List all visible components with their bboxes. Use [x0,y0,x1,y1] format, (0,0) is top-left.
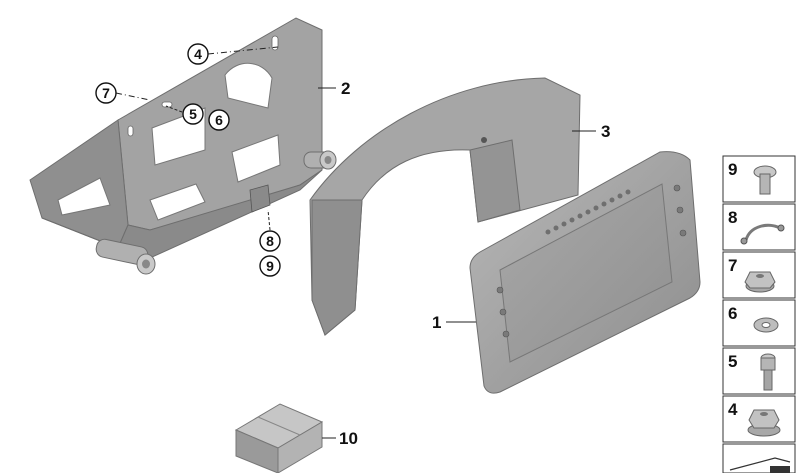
cable-clip-icon [740,223,785,245]
callout-9: 9 [259,255,281,277]
svg-text:9: 9 [728,160,737,179]
legend-item-4: 4 [722,395,796,443]
callout-5: 5 [182,103,204,125]
callout-3: 3 [601,122,610,141]
curved-holder-part [309,77,581,336]
hex-socket-screw-icon [760,353,776,391]
parts-legend: 9 8 7 [722,155,796,473]
svg-text:7: 7 [102,85,110,101]
callout-6: 6 [208,109,230,131]
spacer-stud [303,150,337,170]
svg-text:4: 4 [194,46,202,62]
washer-icon [753,317,779,333]
display-unit-part [469,151,701,394]
svg-text:4: 4 [728,400,738,419]
svg-text:6: 6 [728,304,737,323]
svg-text:5: 5 [728,352,737,371]
rivet-icon [753,165,777,195]
box-part [234,403,324,473]
callout-2: 2 [341,79,350,98]
svg-text:9: 9 [266,258,274,274]
svg-text:6: 6 [215,112,223,128]
callout-1: 1 [432,313,441,332]
hex-nut-icon [744,271,776,293]
svg-text:8: 8 [728,208,737,227]
legend-item-9: 9 [722,155,796,203]
mounting-bracket-part [29,17,337,275]
legend-item-7: 7 [722,251,796,299]
callout-8: 8 [259,230,281,252]
legend-item-5: 5 [722,347,796,395]
callout-10: 10 [339,429,358,448]
legend-item-8: 8 [722,203,796,251]
leader-lines [115,46,596,439]
svg-text:7: 7 [728,256,737,275]
svg-text:8: 8 [266,233,274,249]
spacer-stud [95,238,156,275]
callout-7: 7 [95,82,117,104]
flange-nut-icon [747,409,781,437]
callout-4: 4 [187,43,209,65]
legend-item-6: 6 [722,299,796,347]
legend-item-partial [722,443,796,473]
led-row [545,189,631,235]
svg-text:5: 5 [189,106,197,122]
